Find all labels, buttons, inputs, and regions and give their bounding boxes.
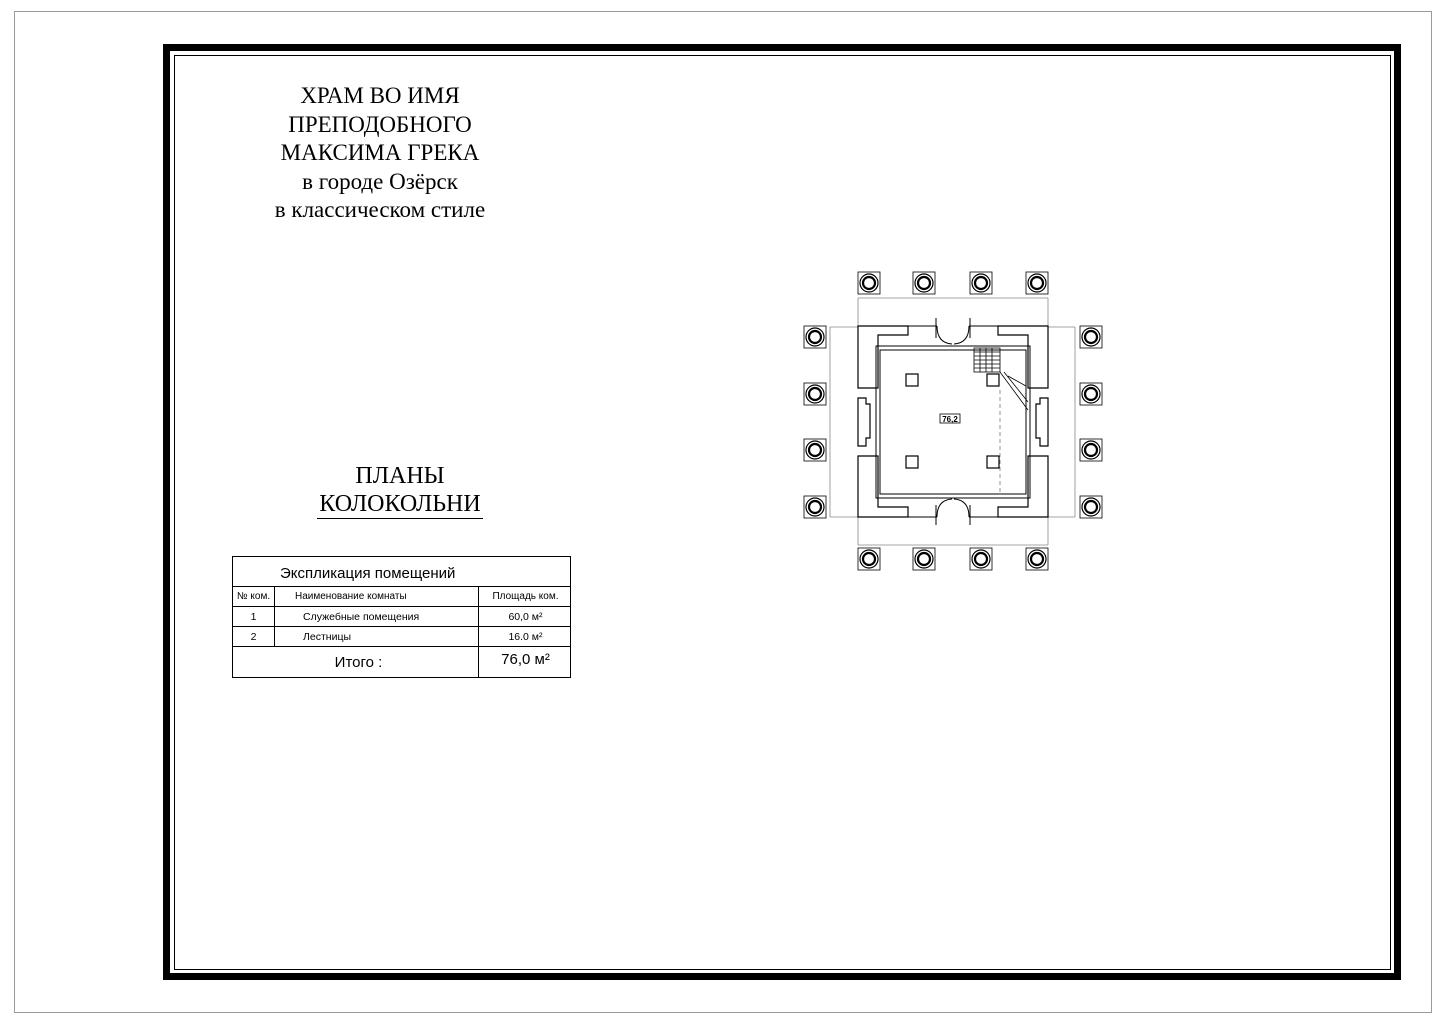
header-number: № ком. [233, 587, 275, 606]
column [857, 547, 881, 571]
column [1025, 547, 1049, 571]
column [857, 271, 881, 295]
column [912, 271, 936, 295]
header-area: Площадь ком. [492, 591, 559, 602]
portico-lines [829, 297, 1076, 546]
drawing-sheet-frame [163, 44, 1401, 980]
total-row: Итого : 76,0 м² [233, 647, 570, 678]
title-line-4: в городе Озёрск [302, 168, 458, 194]
inner-border [174, 55, 1391, 970]
section-title-line-2: КОЛОКОЛЬНИ [317, 491, 483, 519]
project-title: ХРАМ ВО ИМЯ ПРЕПОДОБНОГО МАКСИМА ГРЕКА в… [230, 82, 530, 225]
explication-title-row: Экспликация помещений [233, 557, 570, 587]
explication-title: Экспликация помещений [280, 565, 456, 582]
column [803, 495, 827, 519]
total-label: Итого : [233, 647, 479, 678]
explication-table: Экспликация помещений № ком. Наименовани… [232, 556, 571, 678]
table-row: 1 Служебные помещения 60,0 м² [233, 607, 570, 627]
row-area: 16.0 м² [508, 630, 543, 643]
walls [857, 325, 1049, 518]
column [1079, 438, 1103, 462]
row-name: Лестницы [275, 627, 479, 646]
column [803, 438, 827, 462]
row-name: Служебные помещения [275, 607, 479, 626]
staircase [973, 347, 1029, 411]
title-line-1: ХРАМ ВО ИМЯ [300, 83, 460, 108]
header-name: Наименование комнаты [275, 587, 479, 606]
title-line-2: ПРЕПОДОБНОГО [288, 111, 472, 137]
column [803, 382, 827, 406]
column [1079, 495, 1103, 519]
outer-border [14, 11, 1432, 1013]
explication-header-row: № ком. Наименование комнаты Площадь ком. [233, 587, 570, 607]
row-area: 60,0 м² [508, 610, 543, 623]
area-tag: 76,2 [942, 415, 958, 424]
title-line-3: МАКСИМА ГРЕКА [280, 140, 480, 165]
colonnade [803, 271, 1103, 571]
section-title-line-1: ПЛАНЫ [355, 463, 445, 489]
title-line-5: в классическом стиле [274, 197, 486, 222]
interior-pillars [905, 373, 1000, 469]
column [969, 547, 993, 571]
area-tag-box [939, 413, 961, 424]
column [912, 547, 936, 571]
section-title: ПЛАНЫ КОЛОКОЛЬНИ [300, 462, 500, 519]
interior-outline [875, 325, 1031, 518]
row-number: 1 [233, 607, 275, 626]
column [803, 325, 827, 349]
column [1025, 271, 1049, 295]
column [1079, 325, 1103, 349]
column [969, 271, 993, 295]
doors [935, 318, 971, 525]
table-row: 2 Лестницы 16.0 м² [233, 627, 570, 647]
column [1079, 382, 1103, 406]
total-value: 76,0 м² [501, 651, 550, 668]
row-number: 2 [233, 627, 275, 646]
